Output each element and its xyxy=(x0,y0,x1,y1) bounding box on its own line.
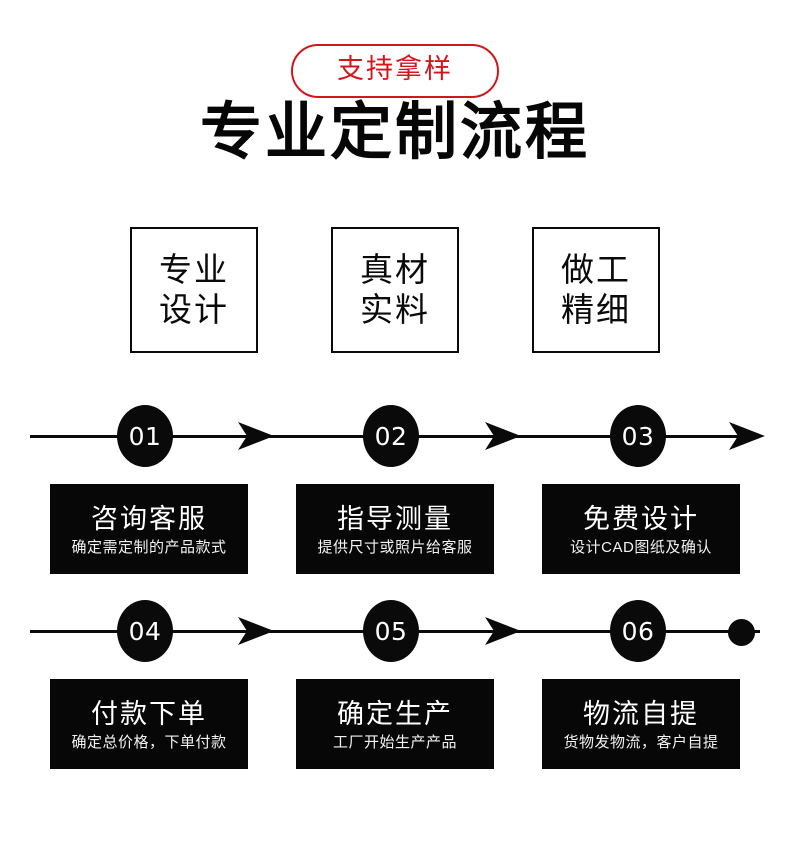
step-card-04: 付款下单 确定总价格，下单付款 xyxy=(50,679,248,769)
timeline-track-2: 04 05 06 xyxy=(0,600,790,662)
step-card-title: 免费设计 xyxy=(583,503,699,534)
step-card-subtitle: 提供尺寸或照片给客服 xyxy=(317,538,473,556)
feature-line-2: 精细 xyxy=(561,291,631,328)
feature-line-1: 做工 xyxy=(561,251,631,288)
step-node-04: 04 xyxy=(117,600,173,662)
step-card-title: 咨询客服 xyxy=(91,503,207,534)
step-card-05: 确定生产 工厂开始生产产品 xyxy=(296,679,494,769)
sample-support-badge: 支持拿样 xyxy=(291,44,499,98)
feature-line-1: 专业 xyxy=(159,251,229,288)
arrow-right-icon xyxy=(729,422,765,450)
step-card-title: 确定生产 xyxy=(337,698,453,729)
step-card-title: 付款下单 xyxy=(91,698,207,729)
step-card-subtitle: 设计CAD图纸及确认 xyxy=(570,538,712,556)
step-card-02: 指导测量 提供尺寸或照片给客服 xyxy=(296,484,494,574)
step-card-subtitle: 确定总价格，下单付款 xyxy=(71,733,227,751)
arrow-right-icon xyxy=(485,422,521,450)
step-card-group-1: 咨询客服 确定需定制的产品款式 指导测量 提供尺寸或照片给客服 免费设计 设计C… xyxy=(0,484,790,574)
step-node-03: 03 xyxy=(610,405,666,467)
badge-container: 支持拿样 xyxy=(0,44,790,98)
step-node-05: 05 xyxy=(363,600,419,662)
step-card-group-2: 付款下单 确定总价格，下单付款 确定生产 工厂开始生产产品 物流自提 货物发物流… xyxy=(0,679,790,769)
step-node-02: 02 xyxy=(363,405,419,467)
page-title: 专业定制流程 xyxy=(199,98,590,167)
arrow-right-icon xyxy=(238,422,274,450)
step-card-03: 免费设计 设计CAD图纸及确认 xyxy=(542,484,740,574)
timeline-end-dot xyxy=(728,619,755,646)
step-node-06: 06 xyxy=(610,600,666,662)
feature-line-1: 真材 xyxy=(360,251,430,288)
step-card-01: 咨询客服 确定需定制的产品款式 xyxy=(50,484,248,574)
feature-line-2: 设计 xyxy=(159,291,229,328)
step-card-06: 物流自提 货物发物流，客户自提 xyxy=(542,679,740,769)
feature-box-group: 专业 设计 真材 实料 做工 精细 xyxy=(0,227,790,353)
feature-box-genuine-materials: 真材 实料 xyxy=(331,227,459,353)
feature-box-professional-design: 专业 设计 xyxy=(130,227,258,353)
step-card-subtitle: 货物发物流，客户自提 xyxy=(563,733,719,751)
arrow-right-icon xyxy=(485,617,521,645)
step-card-subtitle: 确定需定制的产品款式 xyxy=(71,538,227,556)
step-card-subtitle: 工厂开始生产产品 xyxy=(332,733,457,751)
step-card-title: 指导测量 xyxy=(337,503,453,534)
timeline-row-1: 01 02 03 xyxy=(0,405,790,467)
feature-line-2: 实料 xyxy=(360,291,430,328)
step-card-title: 物流自提 xyxy=(583,698,699,729)
timeline-row-2: 04 05 06 xyxy=(0,600,790,662)
feature-box-fine-workmanship: 做工 精细 xyxy=(532,227,660,353)
arrow-right-icon xyxy=(238,617,274,645)
step-node-01: 01 xyxy=(117,405,173,467)
timeline-track-1: 01 02 03 xyxy=(0,405,790,467)
